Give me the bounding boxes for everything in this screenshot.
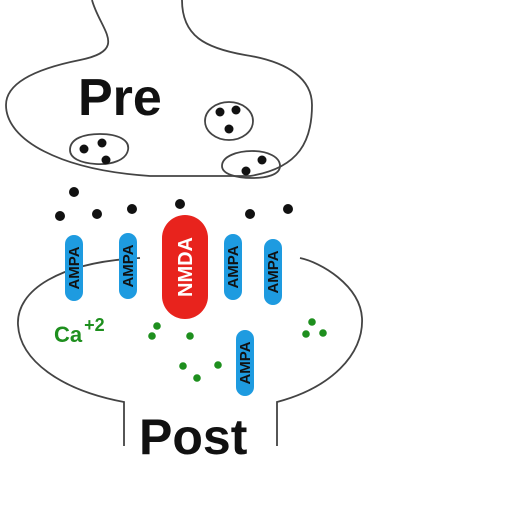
neurotransmitter-dot: [257, 155, 267, 165]
neurotransmitter-dot: [101, 155, 111, 165]
svg-text:AMPA: AMPA: [237, 341, 254, 384]
svg-text:NMDA: NMDA: [175, 237, 197, 297]
neurotransmitter-dot: [97, 138, 107, 148]
svg-text:AMPA: AMPA: [225, 245, 242, 288]
vesicle: [204, 101, 254, 141]
neurotransmitter-dot: [175, 199, 185, 209]
neurotransmitter-dot: [127, 204, 137, 214]
neurotransmitter-dot: [92, 209, 102, 219]
ampa-receptor: AMPA: [119, 233, 137, 299]
calcium-ion: [193, 374, 201, 382]
calcium-ion: [148, 332, 156, 340]
neurotransmitter-dot: [79, 144, 89, 154]
calcium-ion: [179, 362, 187, 370]
neurotransmitter-dot: [224, 124, 234, 134]
calcium-ion: [302, 330, 310, 338]
calcium-ion: [319, 329, 327, 337]
neurotransmitter-dot: [245, 209, 255, 219]
ampa-receptor: AMPA: [264, 239, 282, 305]
svg-text:AMPA: AMPA: [120, 244, 137, 287]
calcium-ion: [153, 322, 161, 330]
docked-vesicle-right: [221, 150, 281, 179]
ampa-receptor: AMPA: [236, 330, 254, 396]
calcium-ion: [214, 361, 222, 369]
neurotransmitter-dot: [283, 204, 293, 214]
postsynaptic-label: Post: [139, 409, 248, 465]
neurotransmitter-dot: [69, 187, 79, 197]
neurotransmitter-dot: [231, 105, 241, 115]
nmda-receptor: NMDA: [162, 215, 208, 319]
neurotransmitter-dot: [55, 211, 65, 221]
neurotransmitter-dot: [215, 107, 225, 117]
svg-text:AMPA: AMPA: [66, 246, 83, 289]
ampa-receptor: AMPA: [224, 234, 242, 300]
docked-vesicle-left: [69, 133, 130, 165]
calcium-ion: [308, 318, 316, 326]
presynaptic-membrane: [5, 0, 313, 177]
calcium-label: Ca+2: [54, 315, 105, 347]
ampa-receptor: AMPA: [65, 235, 83, 301]
neurotransmitter-dot: [241, 166, 251, 176]
svg-text:AMPA: AMPA: [265, 250, 282, 293]
calcium-ion: [186, 332, 194, 340]
presynaptic-label: Pre: [78, 69, 162, 127]
